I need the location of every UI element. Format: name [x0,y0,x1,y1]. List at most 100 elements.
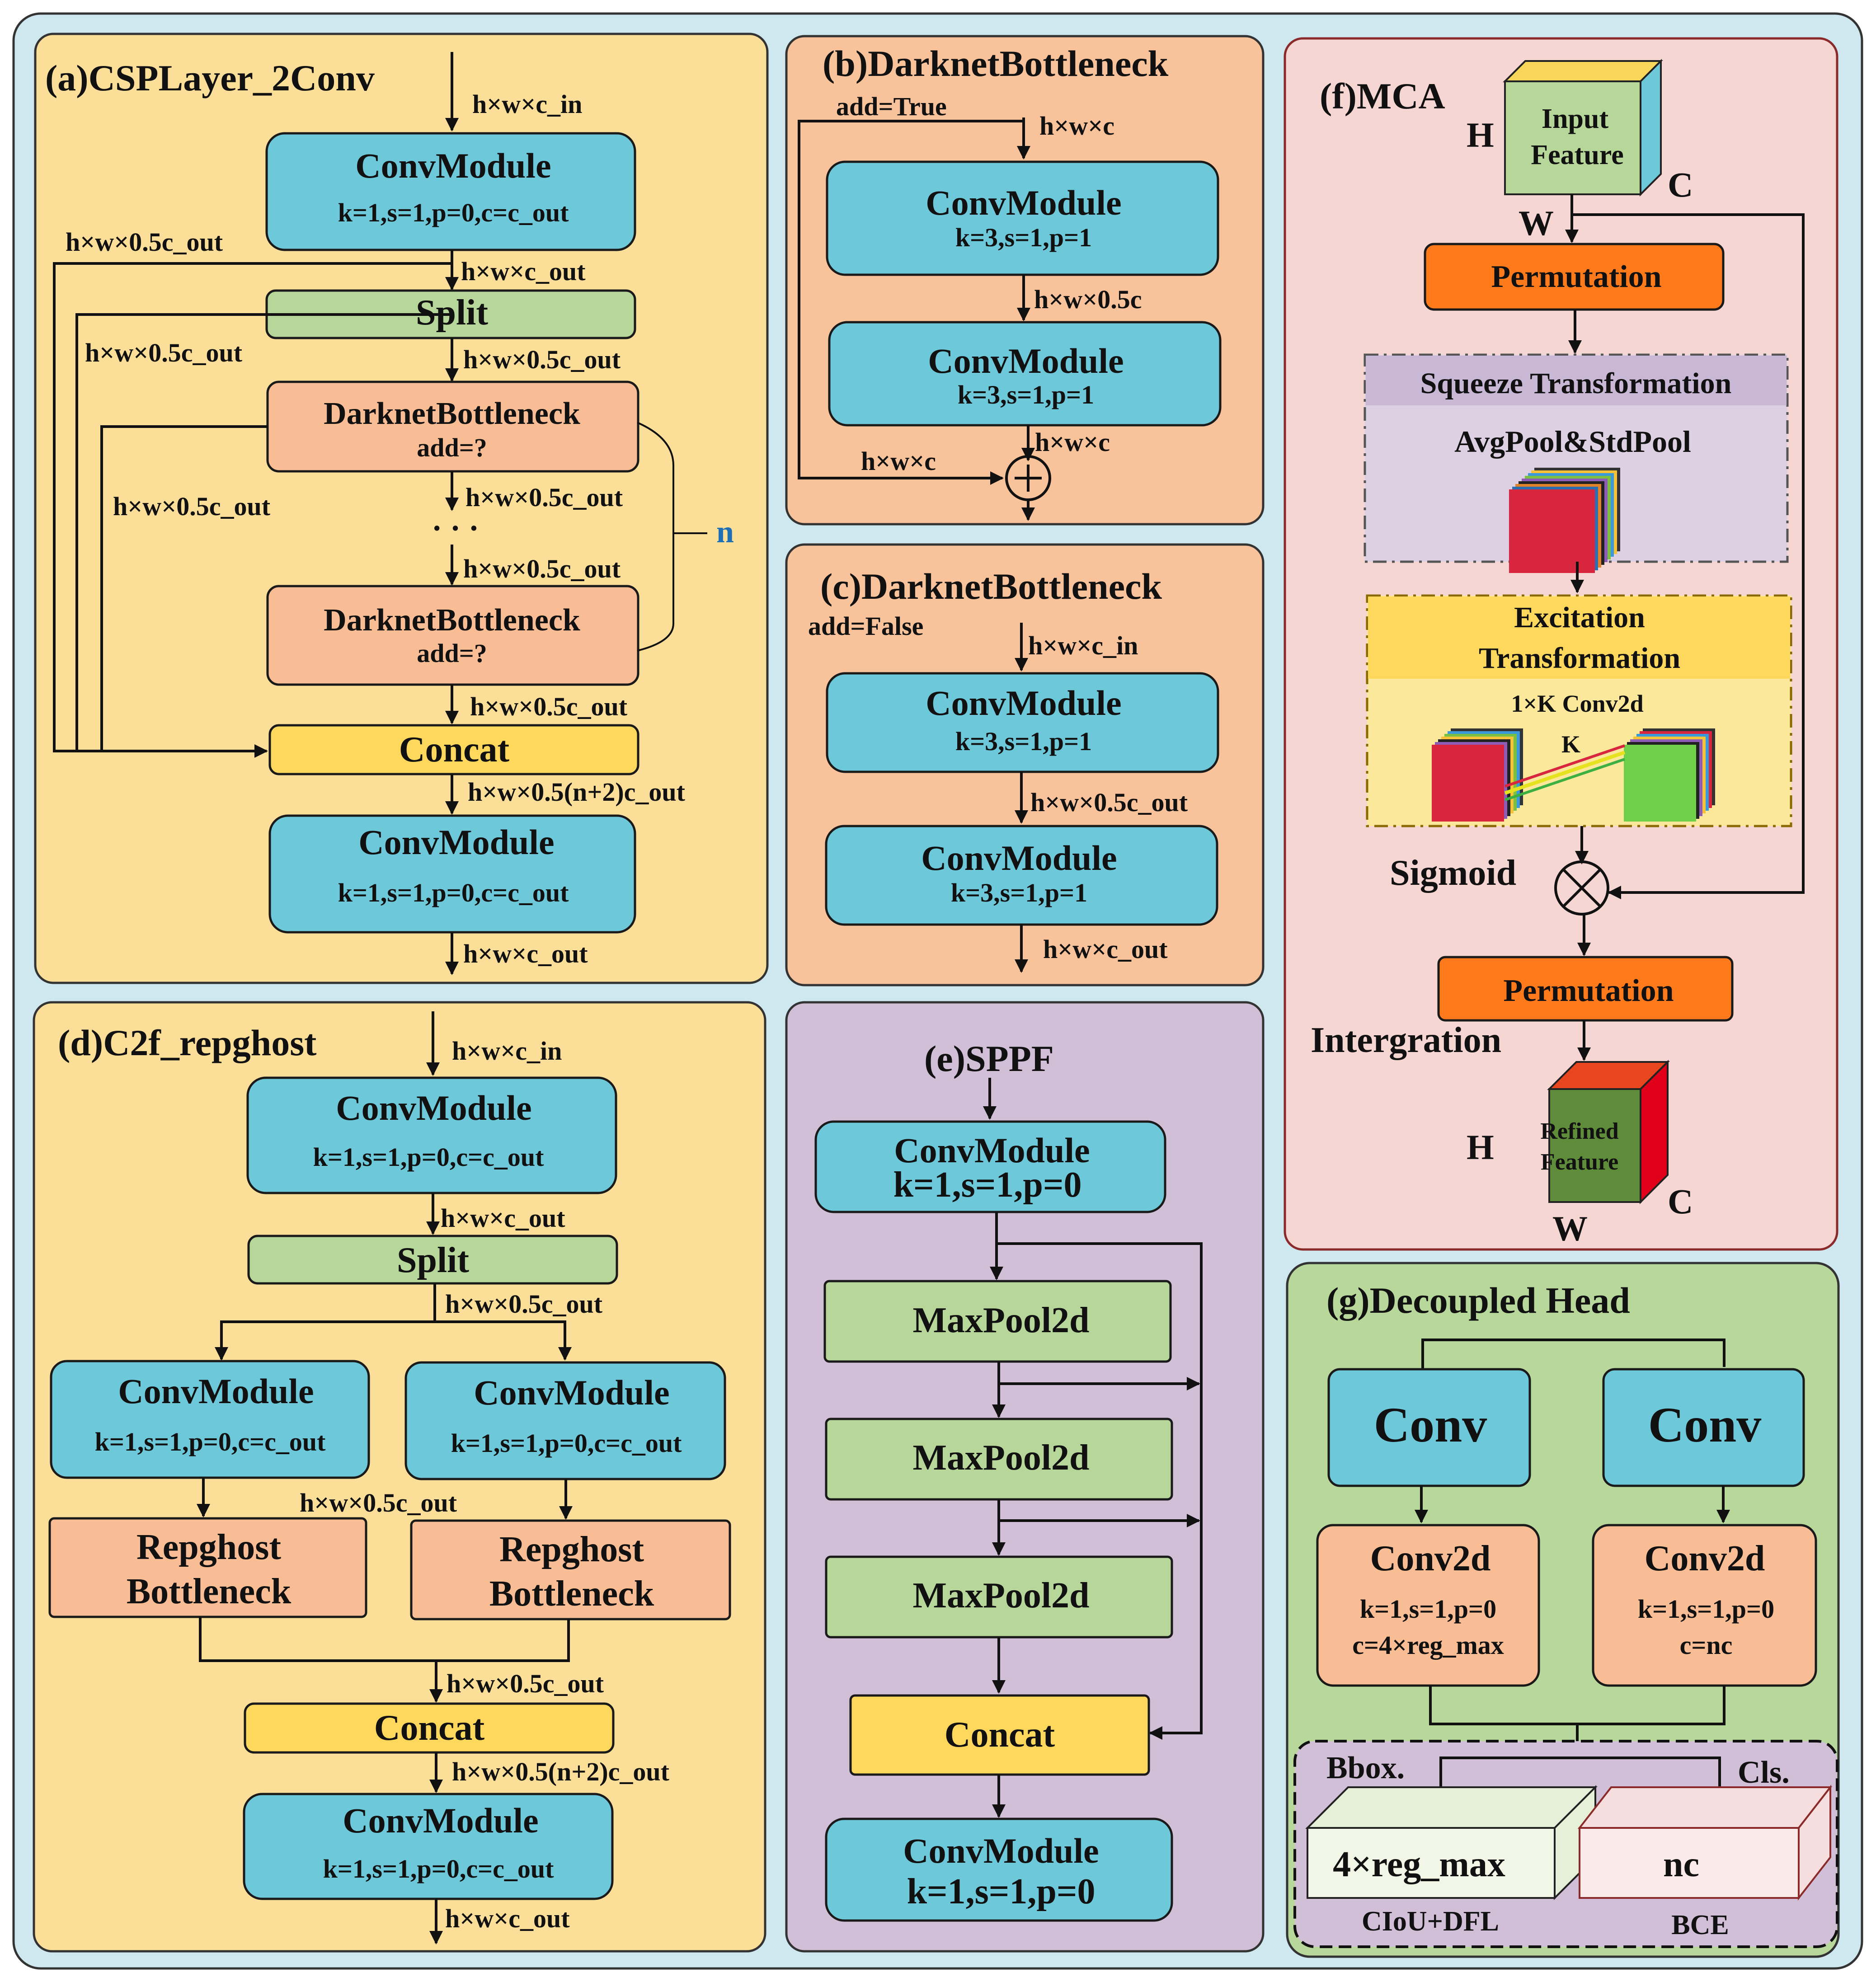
multiply-symbol [1554,860,1609,916]
panel-b-add: add=True [836,92,947,121]
refined-feature-line1: Refined [1540,1118,1618,1144]
head-conv2d-left-channels: c=4×reg_max [1352,1630,1504,1660]
integration-label: Intergration [1311,1020,1501,1060]
panel-a: (a)CSPLayer_2Conv h×w×c_in ConvModule k=… [34,33,769,984]
panel-b-label-mid: h×w×0.5c [1034,285,1142,314]
convmodule-1-params: k=1,s=1,p=0,c=c_out [338,198,569,227]
output-dim-h: H [1467,1127,1494,1167]
concat-label: Concat [399,730,510,770]
panel-d-conv1-params: k=1,s=1,p=0,c=c_out [313,1142,545,1172]
refined-feature-line2: Feature [1541,1149,1618,1175]
panel-g: (g)Decoupled Head Conv Conv Conv2d k=1,s… [1286,1262,1840,1958]
maxpool-3-label: MaxPool2d [912,1576,1089,1616]
head-conv2d-left-params: k=1,s=1,p=0 [1360,1594,1496,1624]
panel-d-label-before-concat: h×w×0.5c_out [447,1669,604,1698]
panel-d-label-after-concat: h×w×0.5(n+2)c_out [452,1757,670,1786]
panel-f: (f)MCA Input Feature H C W Permutation S… [1284,37,1838,1251]
repghost-left-line1: Repghost [136,1527,281,1567]
excitation-k: K [1561,731,1580,758]
bbox-loss: CIoU+DFL [1362,1906,1499,1937]
label-out: h×w×c_out [463,939,588,968]
panel-g-title: (g)Decoupled Head [1326,1280,1630,1321]
input-dim-h: H [1467,115,1494,155]
head-conv2d-right-title: Conv2d [1645,1539,1765,1578]
panel-d-conv-left [50,1360,370,1479]
panel-d-conv-left-title: ConvModule [118,1371,314,1411]
k-arrow-green [1505,758,1625,801]
label-after-b2: h×w×0.5c_out [470,692,628,721]
label-after-concat: h×w×0.5(n+2)c_out [468,777,686,807]
panel-c-conv1-title: ConvModule [926,683,1121,723]
label-side3: h×w×0.5c_out [113,492,271,521]
panel-d-conv-left-params: k=1,s=1,p=0,c=c_out [95,1427,326,1456]
panel-b-conv2-params: k=3,s=1,p=1 [958,380,1094,409]
panel-e-conv1-title: ConvModule [894,1131,1090,1170]
head-conv2d-left-title: Conv2d [1370,1539,1491,1578]
panel-d-split-label: Split [397,1240,469,1280]
panel-d: (d)C2f_repghost h×w×c_in ConvModule k=1,… [33,1001,766,1953]
squeeze-header [1366,356,1787,405]
panel-d-label-after-split: h×w×0.5c_out [445,1289,603,1319]
panel-c: (c)DarknetBottleneck add=False h×w×c_in … [785,543,1265,986]
panel-d-label-after-conv: h×w×c_out [441,1203,565,1233]
panel-d-title: (d)C2f_repghost [58,1022,316,1063]
panel-d-split [247,1235,618,1285]
panel-b-label-in: h×w×c [1039,111,1114,141]
panel-e-conv2-title: ConvModule [903,1831,1099,1870]
head-conv-right [1602,1368,1805,1487]
panel-e-title: (e)SPPF [924,1038,1054,1079]
panel-c-conv2-params: k=3,s=1,p=1 [951,878,1087,907]
bbox-label: Bbox. [1326,1751,1405,1785]
panel-b-conv1-params: k=3,s=1,p=1 [955,223,1092,252]
head-conv2d-right [1592,1524,1817,1687]
head-conv2d-right-channels: c=nc [1680,1630,1733,1660]
input-feature-cube [1503,59,1663,197]
output-dim-c: C [1668,1182,1693,1221]
bottleneck-1-params: add=? [417,433,487,462]
head-conv2d-right-params: k=1,s=1,p=0 [1638,1594,1774,1624]
panel-c-conv2-title: ConvModule [921,838,1117,878]
output-dim-w: W [1552,1209,1588,1248]
panel-c-title: (c)DarknetBottleneck [820,566,1162,607]
permutation-2-label: Permutation [1503,973,1674,1008]
k-arrow-yellow [1504,751,1626,795]
label-after-conv: h×w×c_out [461,257,586,286]
panel-d-label-out: h×w×c_out [445,1904,570,1933]
pooled-feature-stack [1509,468,1620,573]
input-feature-line2: Feature [1531,140,1623,170]
permutation-1-label: Permutation [1491,259,1661,294]
panel-e-conv1 [814,1120,1166,1213]
panel-d-label-mid: h×w×0.5c_out [300,1488,457,1517]
panel-e-conv2 [825,1818,1173,1922]
panel-c-label-out: h×w×c_out [1043,935,1168,964]
label-after-split: h×w×0.5c_out [463,345,621,374]
maxpool-1-label: MaxPool2d [912,1301,1089,1340]
panel-b-title: (b)DarknetBottleneck [823,43,1169,84]
panel-d-conv2 [243,1793,614,1900]
input-dim-w: W [1519,203,1554,243]
panel-d-conv2-title: ConvModule [343,1801,538,1840]
cls-loss: BCE [1671,1910,1729,1940]
panel-c-label-mid: h×w×0.5c_out [1030,788,1188,817]
squeeze-sub: AvgPool&StdPool [1454,424,1691,459]
bbox-output-cube [1305,1785,1598,1900]
panel-b-label-skip: h×w×c [861,446,936,476]
input-feature-line1: Input [1542,103,1609,134]
panel-d-conv-right-params: k=1,s=1,p=0,c=c_out [451,1428,682,1458]
panel-a-title: (a)CSPLayer_2Conv [45,57,375,99]
panel-d-conv-right-title: ConvModule [474,1373,669,1412]
panel-b-conv2-title: ConvModule [928,341,1124,380]
label-in: h×w×c_in [472,89,582,119]
panel-e-conv2-params: k=1,s=1,p=0 [907,1872,1096,1912]
panel-d-label-in: h×w×c_in [452,1036,562,1066]
concat-block [268,724,639,775]
label-side2: h×w×0.5c_out [85,338,243,367]
convmodule-2-title: ConvModule [358,822,554,862]
panel-c-add: add=False [808,611,923,641]
bottleneck-2-params: add=? [417,639,487,668]
bottleneck-2-title: DarknetBottleneck [324,603,580,638]
repghost-left-line2: Bottleneck [127,1572,292,1611]
cls-output-cube [1577,1785,1833,1901]
dots: · · · [432,511,479,546]
